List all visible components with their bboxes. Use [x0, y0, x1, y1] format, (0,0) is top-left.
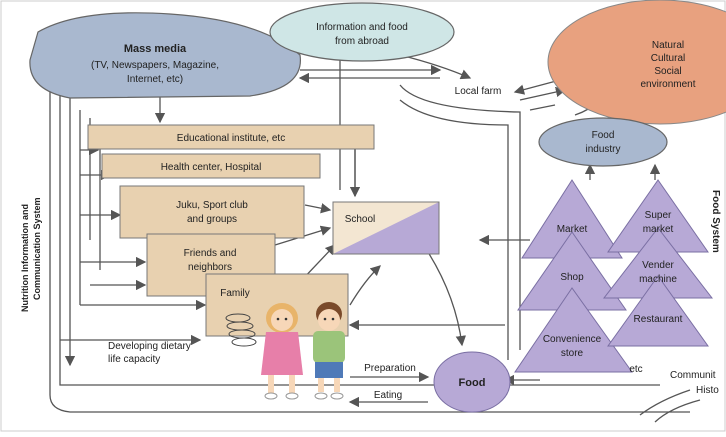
edu-label: Educational institute, etc [177, 133, 285, 144]
env-line4: environment [640, 79, 695, 90]
food-industry-node: Food industry [538, 117, 668, 167]
dietary-line1: Developing dietary [108, 341, 191, 352]
mass-media-sub2: Internet, etc) [127, 74, 183, 85]
left-vertical-label: Nutrition Information and Communication … [20, 197, 42, 312]
educational-institute-box: Educational institute, etc [87, 124, 375, 150]
abroad-line2: from abroad [335, 36, 389, 47]
boy-figure-icon [313, 302, 345, 400]
env-line3: Social [654, 66, 681, 77]
shop-label: Shop [560, 272, 584, 283]
juku-line1: Juku, Sport club [176, 200, 248, 211]
community-label: Communit [670, 370, 716, 381]
friends-line2: neighbors [188, 262, 232, 273]
env-line1: Natural [652, 40, 684, 51]
health-label: Health center, Hospital [161, 162, 262, 173]
food-label: Food [459, 377, 486, 389]
preparation-label: Preparation [364, 363, 416, 374]
food-node: Food [433, 351, 511, 413]
girl-figure-icon [261, 303, 303, 400]
etc-label: etc [629, 364, 642, 375]
supermarket-line1: Super [645, 210, 672, 221]
environment-node: Natural Cultural Social environment [547, 0, 726, 125]
dietary-line2: life capacity [108, 354, 160, 365]
abroad-node: Information and food from abroad [269, 2, 455, 62]
history-label: Histo [696, 385, 719, 396]
restaurant-triangle [607, 275, 709, 347]
market-label: Market [557, 224, 588, 235]
eating-label: Eating [374, 390, 402, 401]
school-label: School [345, 214, 376, 225]
mass-media-sub1: (TV, Newspapers, Magazine, [91, 60, 219, 71]
local-farm-label: Local farm [455, 86, 502, 97]
env-line2: Cultural [651, 53, 685, 64]
juku-box: Juku, Sport club and groups [119, 185, 305, 239]
food-industry-line1: Food [592, 130, 615, 141]
juku-line2: and groups [187, 214, 237, 225]
vender-line1: Vender [642, 260, 674, 271]
family-label: Family [220, 288, 249, 299]
friends-line1: Friends and [184, 248, 237, 259]
spiral-icon [225, 313, 257, 347]
left-label-line1: Nutrition Information and [20, 204, 30, 312]
left-label-line2: Communication System [32, 197, 42, 300]
supermarket-line2: market [643, 224, 674, 235]
food-industry-line2: industry [585, 144, 620, 155]
mass-media-title: Mass media [124, 43, 187, 55]
vender-line2: machine [639, 274, 677, 285]
convenience-line1: Convenience [543, 334, 602, 345]
school-box: School [332, 201, 440, 255]
abroad-line1: Information and food [316, 22, 408, 33]
restaurant-label: Restaurant [634, 314, 683, 325]
convenience-triangle [514, 287, 633, 373]
food-outlets [514, 179, 714, 373]
health-center-box: Health center, Hospital [101, 153, 321, 179]
convenience-line2: store [561, 348, 584, 359]
right-vertical-label: Food System [710, 190, 721, 253]
